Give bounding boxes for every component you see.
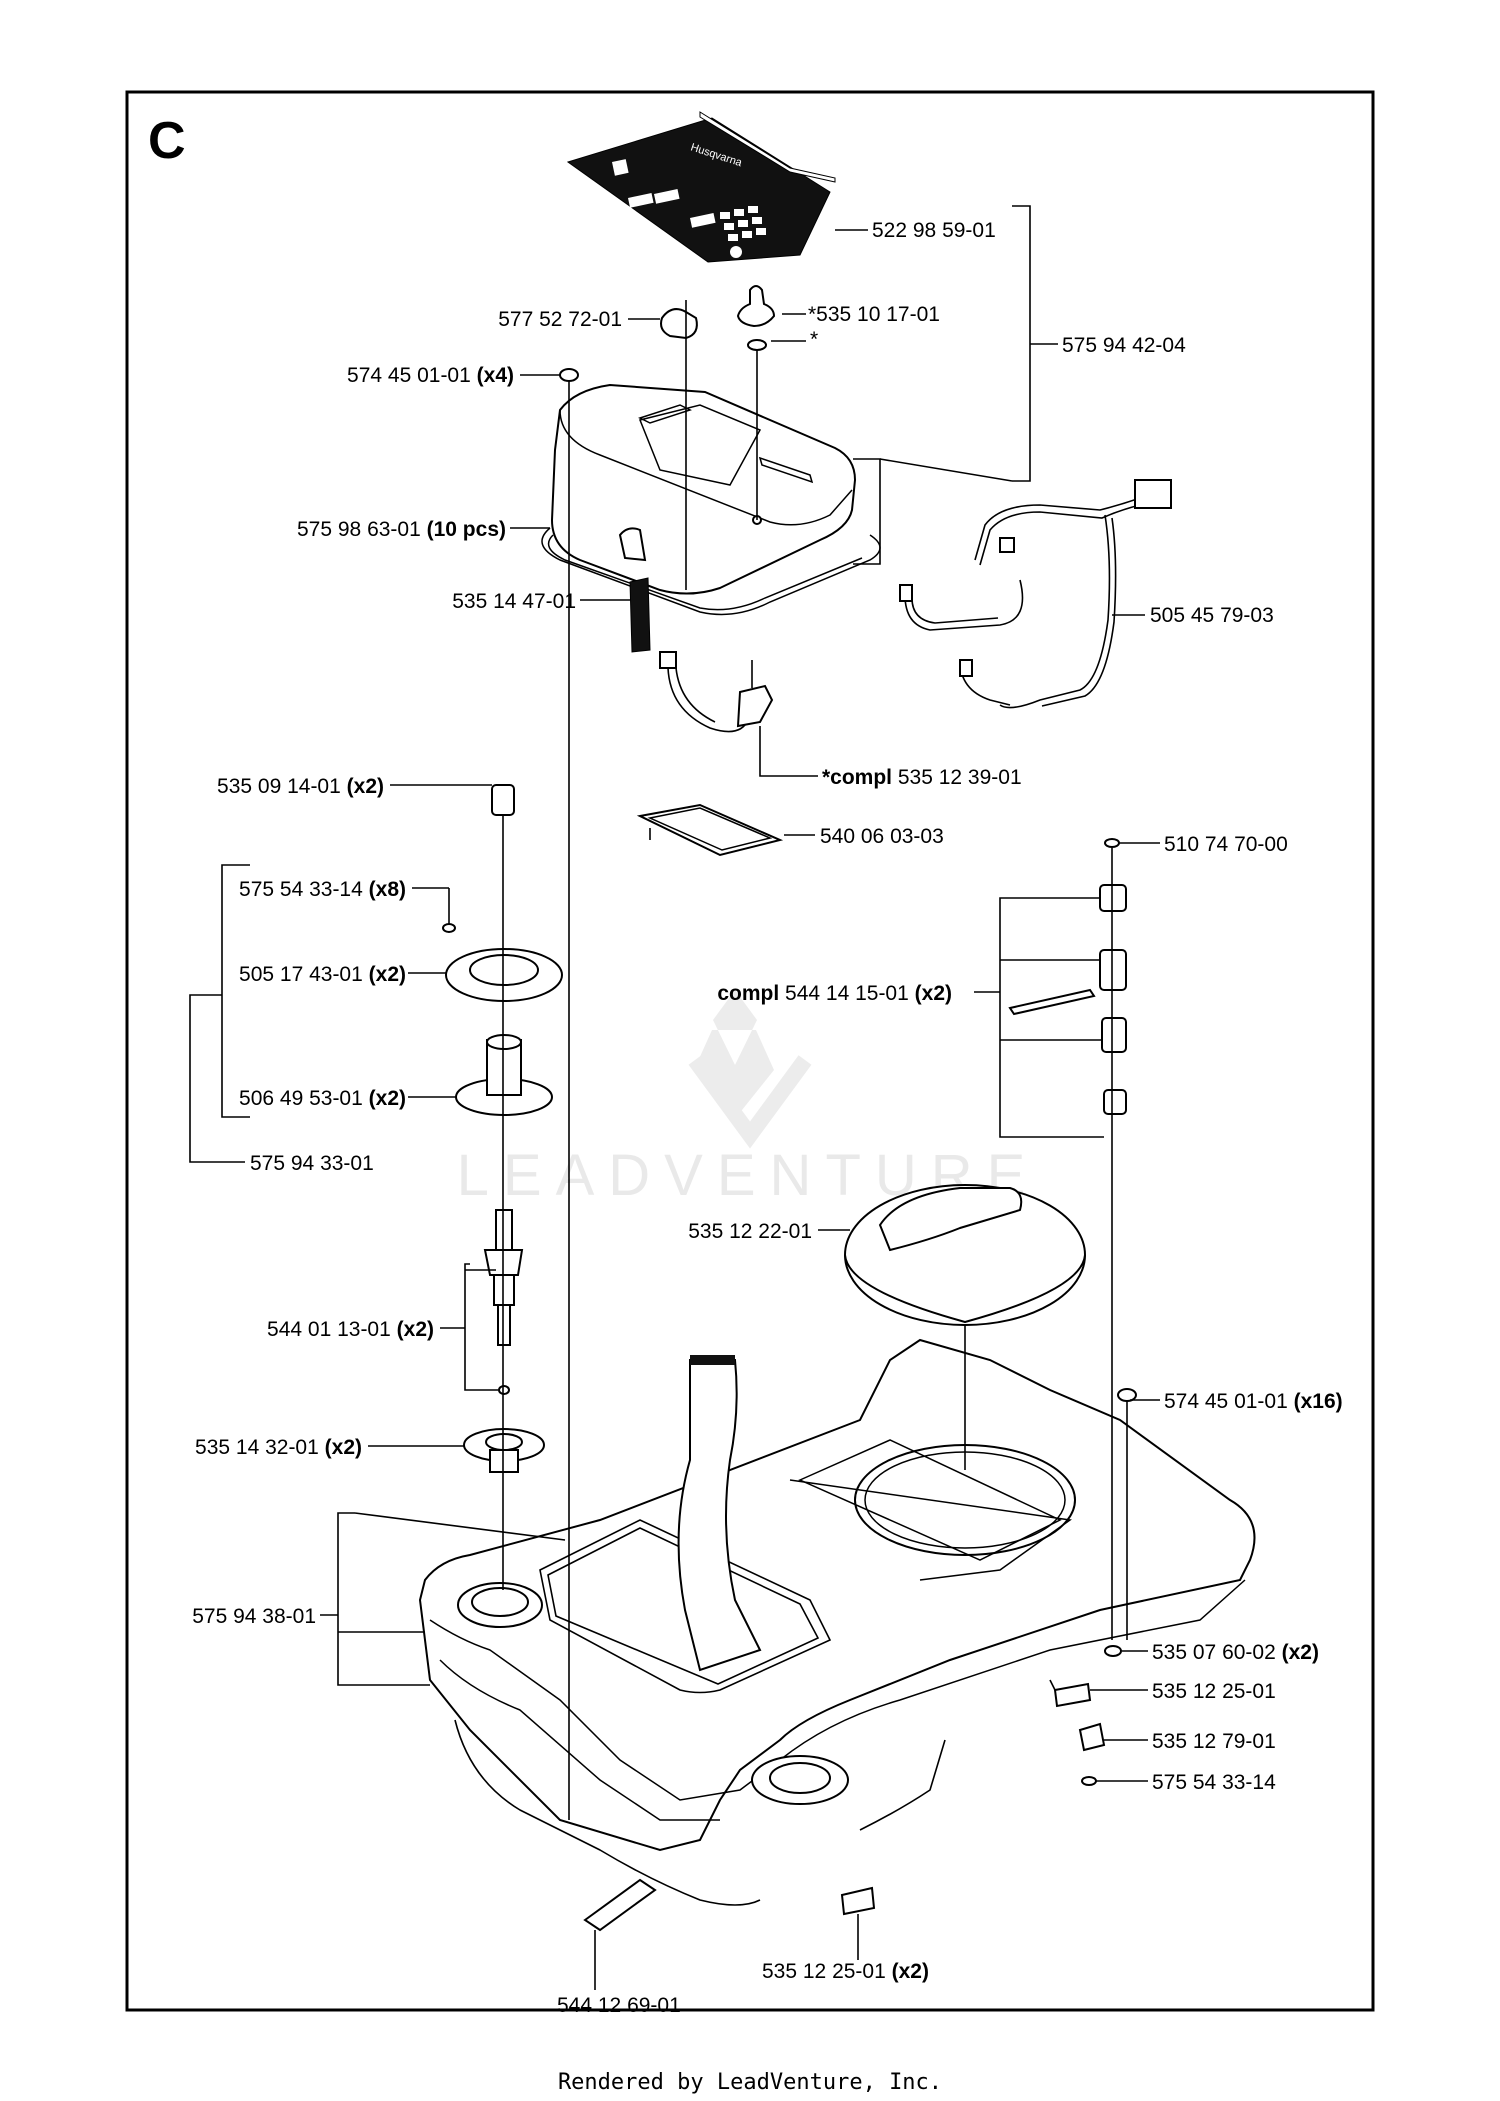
label-535-09-14-01: 535 09 14-01 (x2): [217, 775, 384, 798]
label-510-74-70-00: 510 74 70-00: [1164, 833, 1288, 856]
part-cover-disc: [844, 1184, 1086, 1326]
part-flange: [463, 1428, 545, 1473]
label-505-17-43-01: 505 17 43-01 (x2): [239, 963, 406, 986]
label-535-12-22-01: 535 12 22-01: [688, 1220, 812, 1243]
label-535-12-79-01: 535 12 79-01: [1152, 1730, 1276, 1753]
leader-lines: [189, 205, 1160, 1990]
label-asterisk: *: [810, 328, 818, 351]
label-544-12-69-01: 544 12 69-01: [557, 1994, 681, 2017]
part-cable-block: [629, 577, 651, 653]
section-letter: C: [148, 112, 186, 170]
label-574-45-01-01-x4: 574 45 01-01 (x4): [347, 364, 514, 387]
part-screw-b: [1081, 1776, 1097, 1786]
label-575-54-33-14-x8: 575 54 33-14 (x8): [239, 878, 406, 901]
label-535-14-32-01: 535 14 32-01 (x2): [195, 1436, 362, 1459]
part-washer: [1104, 838, 1120, 848]
part-ring: [445, 948, 563, 1002]
part-sensor: [483, 1209, 524, 1395]
label-535-12-25-01-x2: 535 12 25-01 (x2): [762, 1960, 929, 1983]
label-506-49-53-01: 506 49 53-01 (x2): [239, 1087, 406, 1110]
part-bushing: [455, 1034, 553, 1116]
part-circuit-board: [636, 803, 784, 857]
part-switch: [659, 651, 774, 733]
part-bracket: [1078, 1722, 1106, 1752]
part-spacer: [491, 784, 515, 816]
part-clip: [660, 308, 698, 340]
part-screw-small: [442, 923, 456, 933]
part-cable-harness: [899, 479, 1172, 709]
label-577-52-72-01: 577 52 72-01: [498, 308, 622, 331]
part-screw-top: [559, 368, 579, 382]
part-plate-a: [1053, 1682, 1092, 1708]
label-575-94-33-01: 575 94 33-01: [250, 1152, 374, 1175]
label-535-14-47-01: 535 14 47-01: [452, 590, 576, 613]
label-575-94-42-04: 575 94 42-04: [1062, 334, 1186, 357]
label-compl-535-12-39-01: *compl 535 12 39-01: [822, 766, 1022, 789]
main-chassis: [418, 1338, 1256, 1932]
part-screw-a: [1104, 1645, 1122, 1657]
label-compl-544-14-15-01: compl 544 14 15-01 (x2): [717, 982, 952, 1005]
label-574-45-01-01-x16: 574 45 01-01 (x16): [1164, 1390, 1343, 1413]
keypad-panel: Husqvarna: [566, 111, 836, 263]
label-505-45-79-03: 505 45 79-03: [1150, 604, 1274, 627]
footer-credit: Rendered by LeadVenture, Inc.: [557, 2070, 943, 2095]
label-575-98-63-01: 575 98 63-01 (10 pcs): [297, 518, 506, 541]
label-544-01-13-01: 544 01 13-01 (x2): [267, 1318, 434, 1341]
part-knob: [736, 285, 776, 351]
part-labels: 522 98 59-01 577 52 72-01 *535 10 17-01 …: [192, 219, 1342, 2017]
label-535-07-60-02: 535 07 60-02 (x2): [1152, 1641, 1319, 1664]
label-535-10-17-01: *535 10 17-01: [808, 303, 940, 326]
part-hinge-assembly: [1008, 884, 1127, 1115]
label-535-12-25-01: 535 12 25-01: [1152, 1680, 1276, 1703]
housing-cover: [541, 383, 881, 616]
label-540-06-03-03: 540 06 03-03: [820, 825, 944, 848]
label-575-54-33-14: 575 54 33-14: [1152, 1771, 1276, 1794]
label-575-94-38-01: 575 94 38-01: [192, 1605, 316, 1628]
label-522-98-59-01: 522 98 59-01: [872, 219, 996, 242]
part-plate-b: [840, 1886, 876, 1916]
diagram-frame: [125, 90, 1375, 2012]
